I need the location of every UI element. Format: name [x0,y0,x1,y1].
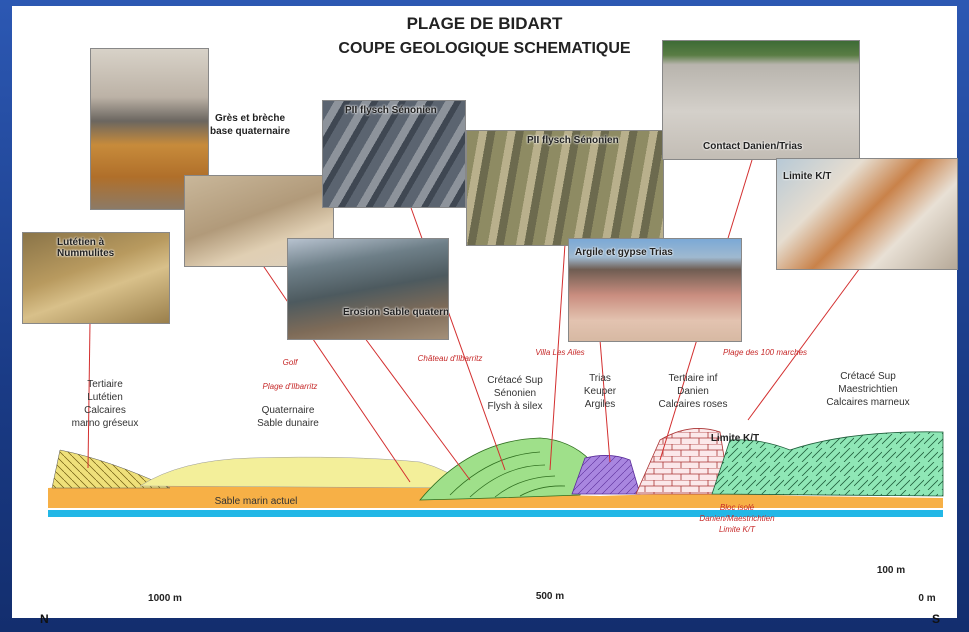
scale-0m: 0 m [918,593,936,604]
label-gres-breche: Grès et brèche base quaternaire [209,113,291,137]
title-line-1: PLAGE DE BIDART [406,14,563,33]
quaternaire-dune [139,456,471,489]
photo-argile-gypse: Argile et gypse Trias [568,238,742,342]
label-limite-kt: Limite K/T [710,433,760,444]
photo-limite-kt: Limite K/T [776,158,958,270]
compass-north: N [40,612,49,626]
trias-unit [571,455,641,495]
compass-south: S [932,612,941,626]
scale-1000m: 1000 m [148,593,182,604]
photo-erosion: Erosion Sable quaternaire [287,238,449,340]
label-golf: Golf [282,358,298,367]
photo-caption: Argile et gypse Trias [575,247,673,258]
photo-caption: PII flysch Sénonien [345,105,437,116]
label-plage-100: Plage des 100 marches [722,348,808,357]
photo-caption: PII flysch Sénonien [527,135,619,146]
label-sable-marin: Sable marin actuel [214,496,298,507]
danien-unit [635,428,731,495]
photo-lutetien: Lutétien à Nummulites [22,232,170,324]
sea-line [48,510,943,517]
photo-caption: Limite K/T [783,171,832,182]
label-villa: Villa Les Ailes [535,348,585,357]
title-line-2: COUPE GEOLOGIQUE SCHEMATIQUE [338,40,631,57]
photo-contact-danien: Contact Danien/Trias [662,40,860,160]
photo-caption: Lutétien à Nummulites [57,237,115,259]
label-chateau: Château d'Ilbarritz [417,354,483,363]
photo-flysch-2: PII flysch Sénonien [466,130,664,246]
maestrichtien-unit [711,431,944,497]
photo-caption: Erosion Sable quaternaire [343,307,449,318]
scale-100m: 100 m [876,565,906,576]
scale-500m: 500 m [535,591,565,602]
photo-flysch-1: PII flysch Sénonien [322,100,466,208]
label-plage-ilbarritz: Plage d'Ilbarritz [262,382,318,391]
photo-caption: Contact Danien/Trias [703,141,803,152]
